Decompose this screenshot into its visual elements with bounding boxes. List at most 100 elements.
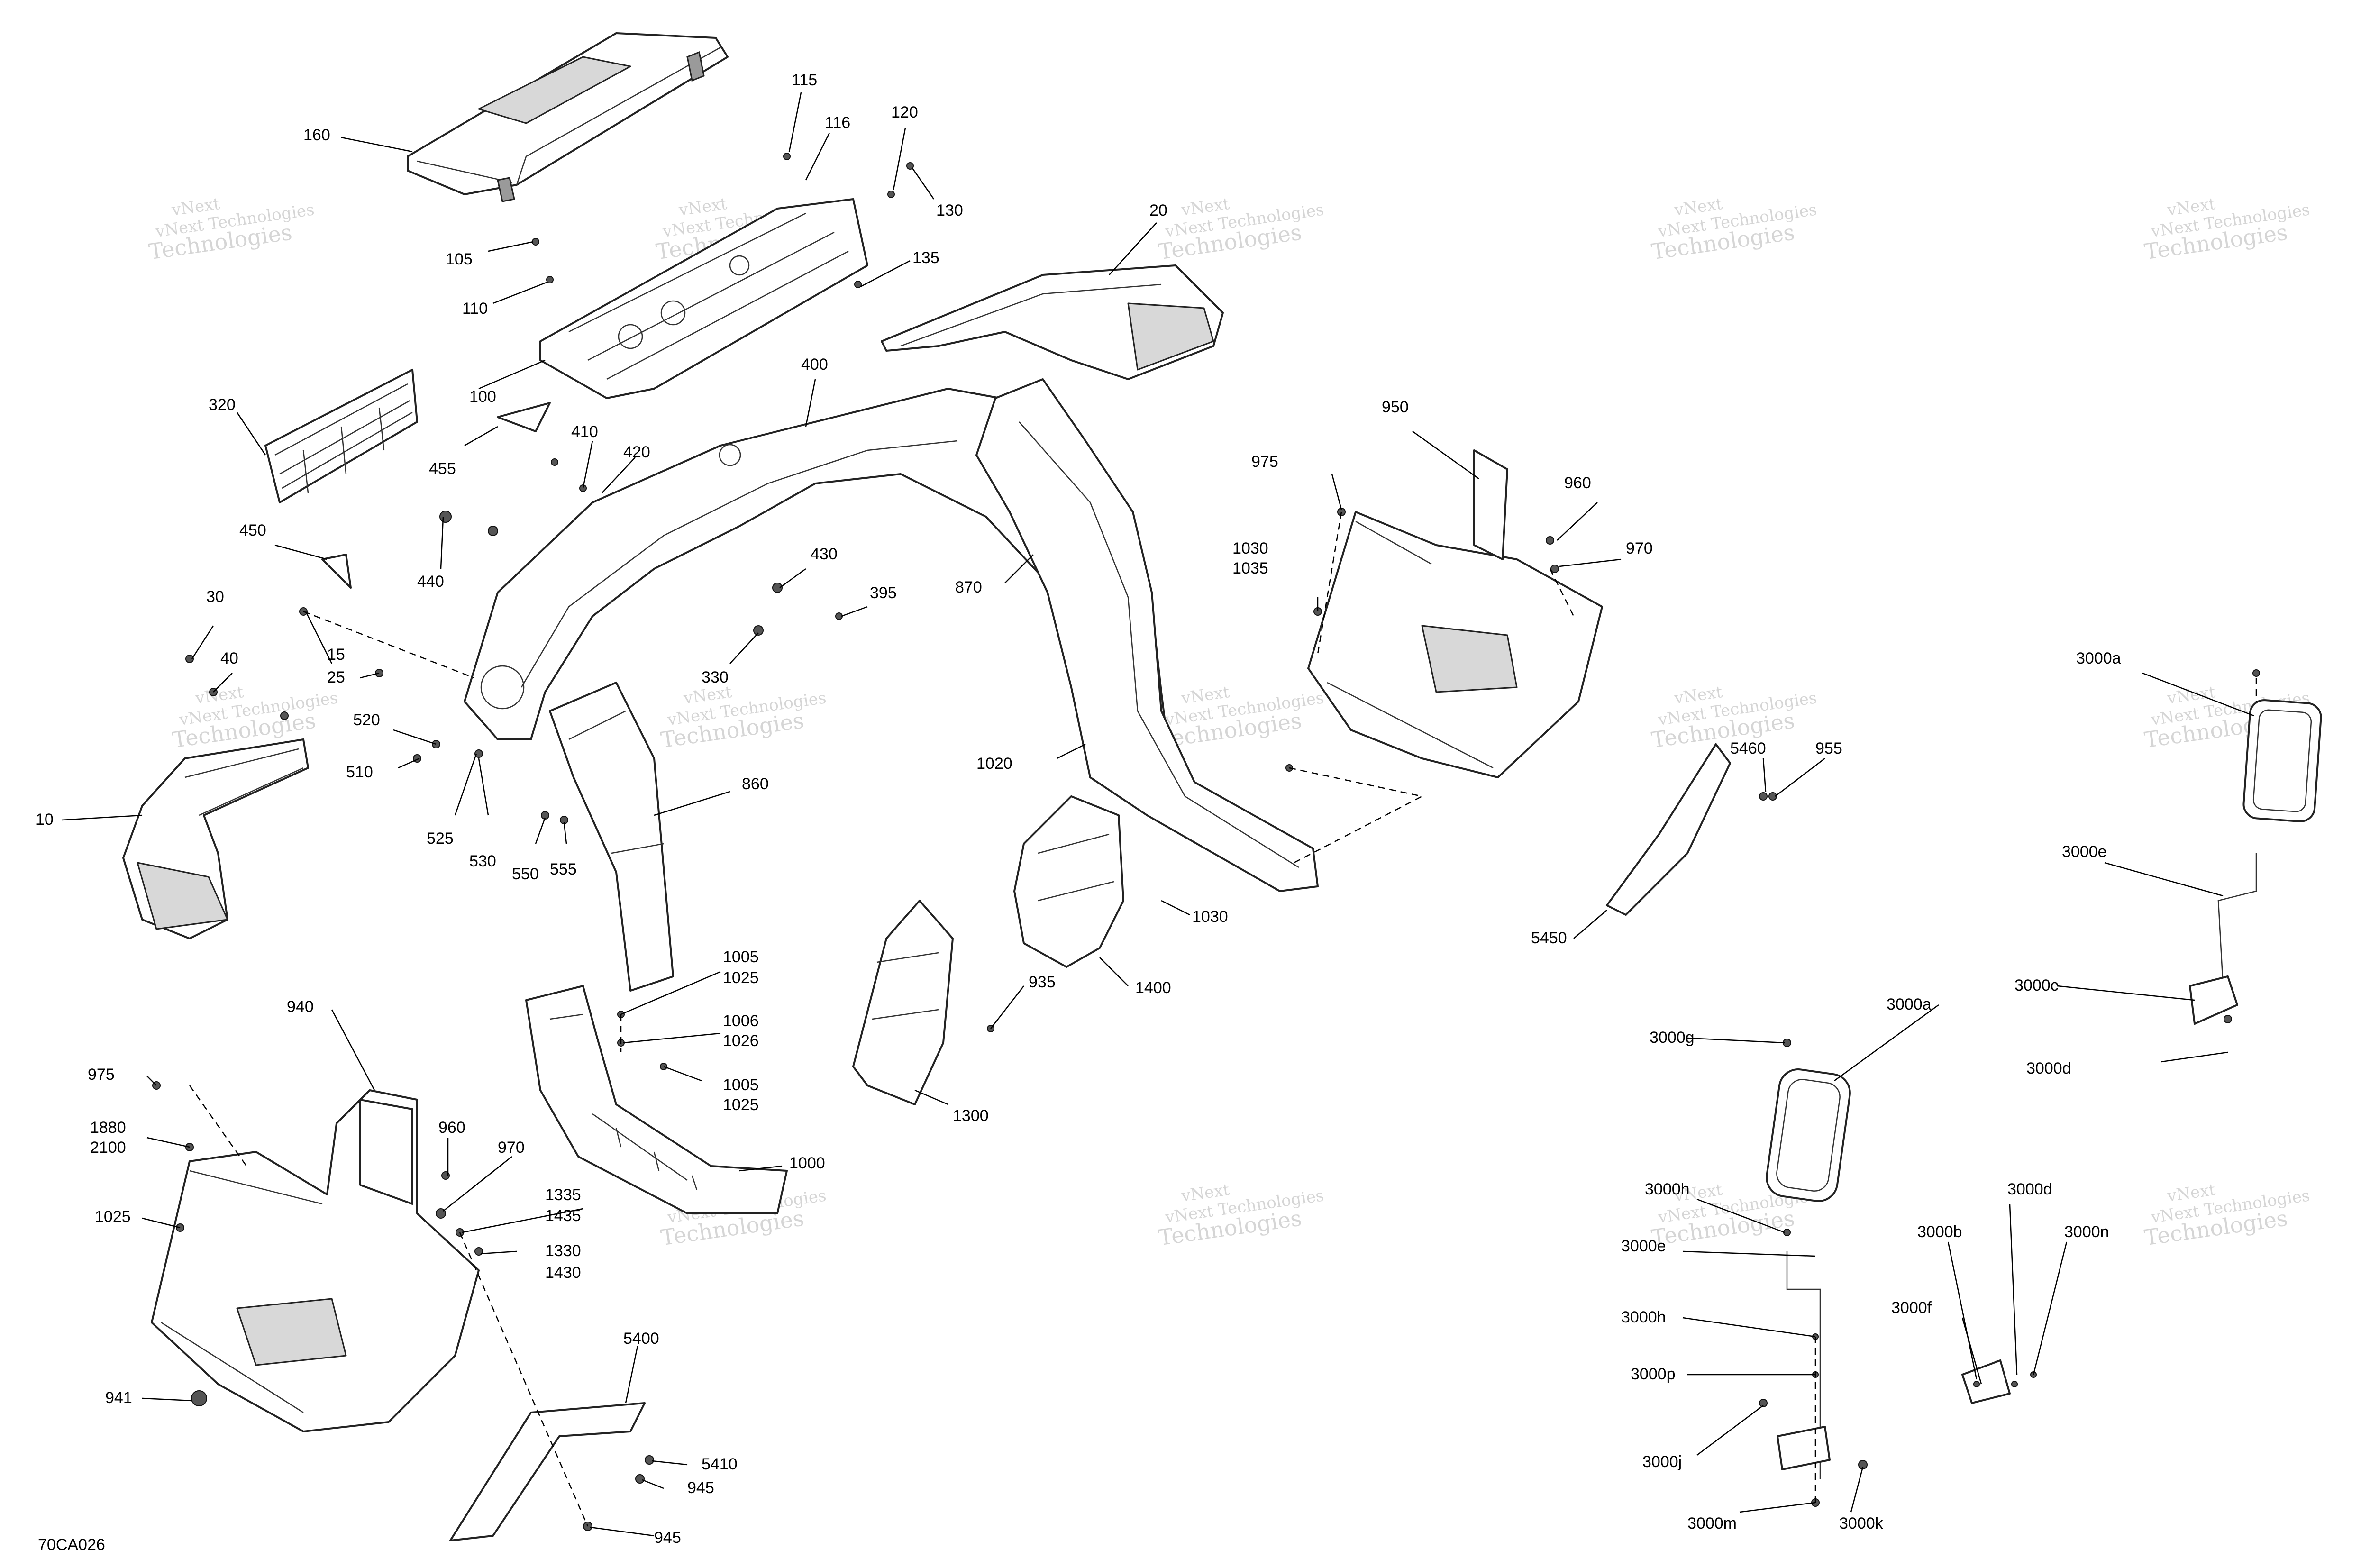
callout-label: 3000e [2062,843,2107,861]
callout-label: 960 [438,1119,465,1137]
callout-label: 530 [469,852,496,870]
callout-label: 3000c [2014,976,2059,994]
callout-label: 935 [1029,973,1056,991]
callout-label: 30 [206,588,224,606]
callout-label: 3000b [1917,1223,1962,1241]
callout-label: 3000k [1839,1514,1884,1532]
callout-label: 970 [1626,539,1653,557]
callout-label: 955 [1815,739,1842,757]
callout-label: 860 [742,775,769,793]
watermark: vNext vNext Technologies Technologies [1650,194,1818,264]
watermark: vNext vNext Technologies Technologies [1157,683,1325,753]
callout-label: 420 [623,443,650,461]
callout-label: 100 [469,388,496,406]
callout-label: 1030 [1232,539,1268,557]
callout-label: 3000h [1621,1308,1666,1326]
callout-label: 960 [1564,474,1591,492]
callout-label: 130 [936,201,963,219]
callout-label: 450 [239,521,266,539]
callout-label: 1020 [976,755,1012,773]
callout-label: 15 [327,646,345,664]
callout-label: 1335 [545,1186,581,1204]
callout-label: 1300 [953,1107,989,1125]
watermark: vNext vNext Technologies Technologies [1157,1180,1325,1250]
watermark: vNext vNext Technologies Technologies [147,194,315,264]
callout-label: 1880 [90,1119,126,1137]
callout-label: 550 [512,865,539,883]
part-870-right-frame [975,378,1319,892]
callout-label: 110 [462,300,488,318]
callout-label: 20 [1149,201,1167,219]
callout-label: 455 [429,460,456,478]
part-3000-mirror-upper [2189,699,2322,1025]
figure-code: 70CA026 [38,1536,105,1554]
part-3000-mirror-lower [1766,1068,2011,1479]
callout-label: 555 [550,860,577,878]
callout-label: 3000d [2026,1059,2071,1077]
watermark: vNext vNext Technologies Technologies [171,683,339,753]
callout-label: 3000a [2076,649,2121,667]
callout-label: 135 [912,249,939,267]
callout-label: 975 [1251,453,1278,471]
callout-label: 970 [498,1139,525,1157]
callout-label: 1006 [723,1012,759,1030]
leader-lines [61,92,2254,1537]
part-5400-bracket [449,1402,646,1541]
callout-label: 3000a [1887,995,1932,1013]
callout-label: 950 [1382,398,1409,416]
callout-label: 5410 [702,1455,738,1473]
callout-label: 115 [792,71,817,89]
callout-label: 520 [353,711,380,729]
part-860-lower-tube [549,682,674,992]
watermark: vNext vNext Technologies Technologies [2142,194,2311,264]
callout-label: 5460 [1730,739,1766,757]
part-1000-lower-rail [525,985,788,1214]
callout-label: 1430 [545,1264,581,1282]
part-100-dashboard-bracket [539,198,868,399]
callout-label: 1005 [723,1076,759,1094]
callout-label: 1400 [1135,979,1171,997]
callout-label: 120 [891,103,918,121]
part-940-seat-panel [151,1089,480,1432]
part-5450-bracket [1606,743,1731,916]
callout-label: 3000f [1891,1299,1932,1317]
callout-label: 5400 [623,1330,659,1348]
callout-label: 510 [346,763,373,781]
part-10-side-panel [122,738,309,939]
callout-label: 945 [654,1529,681,1547]
part-20-upper-shroud [881,264,1224,380]
callout-label: 975 [88,1066,115,1084]
callout-label: 3000e [1621,1237,1666,1255]
watermark-group: vNext vNext Technologies Technologies vN… [147,194,2311,1250]
callout-labels: 160 115 116 120 130 105 135 110 100 20 4… [36,71,2121,1547]
fastener-group [152,153,2260,1531]
callout-label: 25 [327,668,345,686]
callout-label: 3000d [2007,1180,2052,1198]
callout-label: 1435 [545,1207,581,1225]
callout-label: 525 [427,830,454,848]
callout-label: 1025 [723,969,759,987]
callout-label: 160 [303,126,330,144]
callout-label: 3000p [1631,1365,1676,1383]
callout-label: 940 [287,998,314,1016]
part-455-panel [497,402,551,432]
callout-label: 395 [870,584,897,602]
callout-label: 3000m [1687,1514,1737,1532]
callout-label: 410 [571,423,598,441]
part-450-panel [321,554,352,589]
callout-label: 40 [220,649,238,667]
callout-label: 320 [209,396,236,414]
callout-label: 3000j [1642,1453,1682,1471]
callout-label: 1035 [1232,559,1268,577]
callout-label: 3000n [2064,1223,2109,1241]
callout-label: 1025 [95,1208,131,1226]
part-1300-panel [852,900,954,1105]
watermark: vNext vNext Technologies Technologies [659,683,827,753]
callout-label: 330 [702,668,729,686]
watermark: vNext vNext Technologies Technologies [1157,194,1325,264]
callout-label: 870 [955,578,982,596]
part-320-grille [264,369,418,503]
part-1400-panel [1013,795,1124,968]
